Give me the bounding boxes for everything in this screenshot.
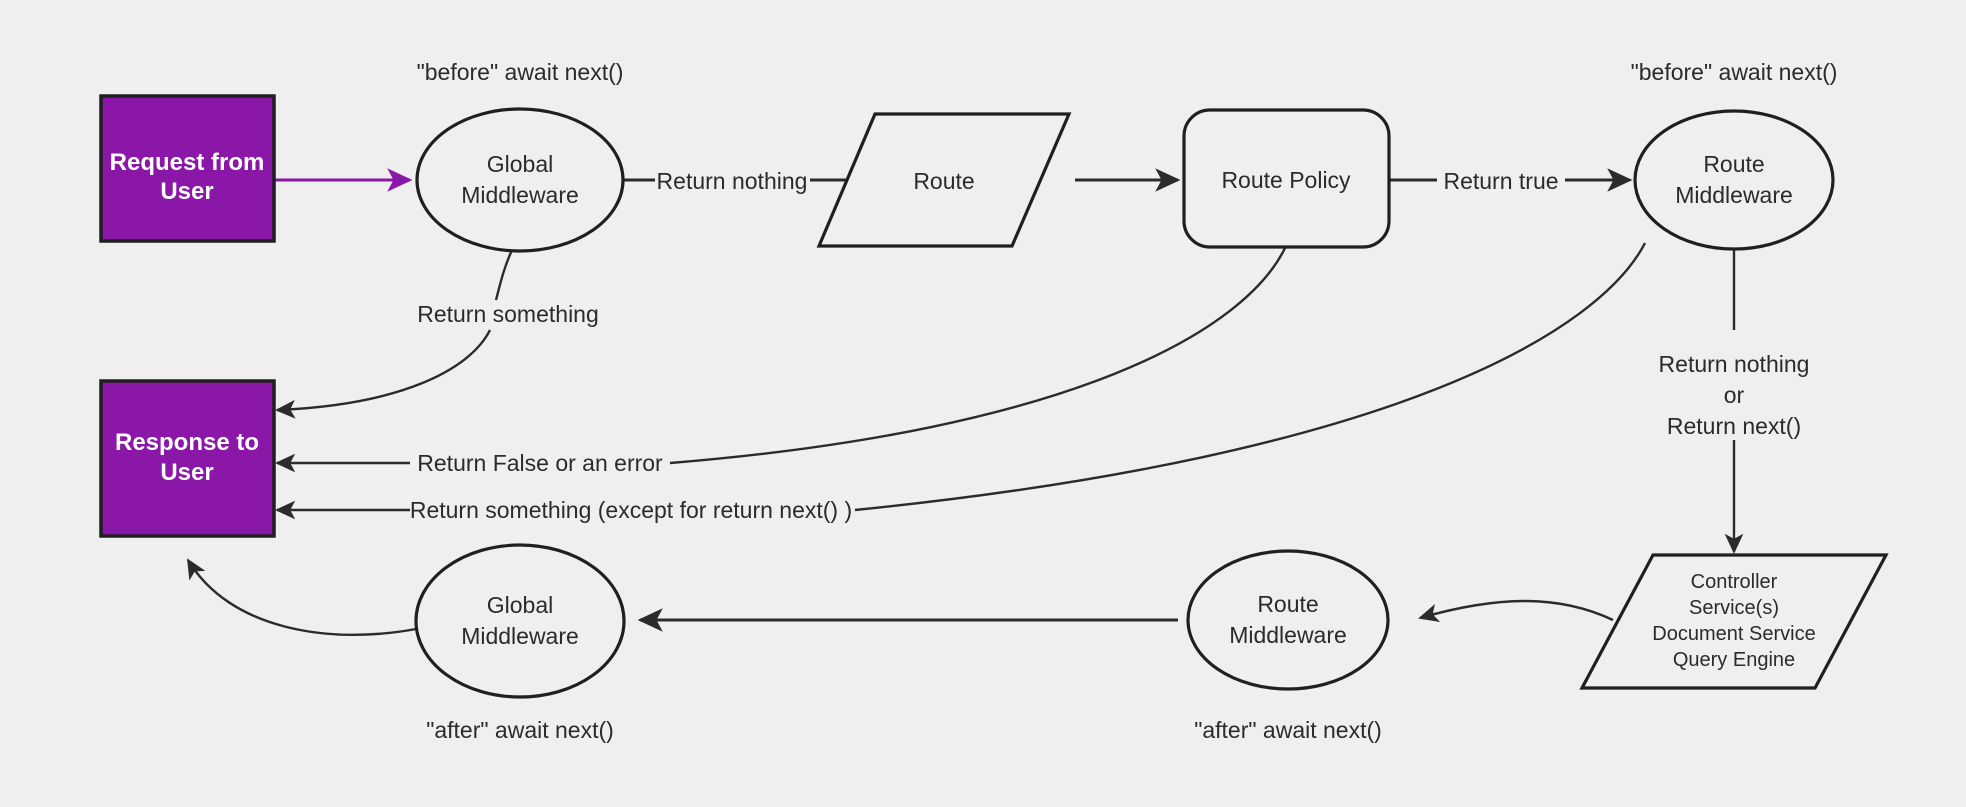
annotation-before-await-next-route: "before" await next() — [1631, 59, 1838, 85]
edge-route-policy-to-label-false-error — [669, 247, 1287, 465]
annotation-after-await-next-route: "after" await next() — [1194, 717, 1382, 743]
edge-label-return-nothing-or-next-line2: or — [1724, 382, 1745, 408]
edge-label-return-nothing-or-next-line1: Return nothing — [1659, 351, 1810, 377]
edge-label-return-something: Return something — [417, 301, 599, 327]
node-route[interactable]: Route — [816, 112, 1072, 248]
global-middleware-top-label-line1: Global — [487, 151, 553, 177]
edge-label-return-true: Return true — [1443, 168, 1558, 194]
node-controller-stack[interactable]: Controller Service(s) Document Service Q… — [1579, 553, 1889, 690]
route-parallelogram — [816, 112, 1072, 248]
global-middleware-bottom-label-line2: Middleware — [461, 623, 579, 649]
edge-controller-to-route-middleware-bottom — [1418, 599, 1614, 622]
edge-global-middleware-bottom-to-response — [186, 558, 417, 637]
route-middleware-bottom-label-line1: Route — [1257, 591, 1318, 617]
request-from-user-label-line2: User — [160, 178, 213, 205]
global-middleware-bottom-ellipse — [414, 543, 626, 699]
request-from-user-box — [99, 94, 276, 243]
edge-label-return-nothing-or-next-line3: Return next() — [1667, 413, 1801, 439]
node-route-policy[interactable]: Route Policy — [1182, 108, 1391, 249]
route-middleware-bottom-ellipse — [1186, 549, 1390, 691]
route-middleware-top-ellipse — [1633, 109, 1835, 251]
controller-stack-parallelogram — [1579, 553, 1889, 690]
controller-stack-label-line4: Query Engine — [1673, 649, 1795, 671]
global-middleware-top-ellipse — [415, 107, 625, 253]
controller-stack-label-line1: Controller — [1691, 571, 1778, 593]
route-policy-label: Route Policy — [1221, 167, 1351, 193]
node-route-middleware-bottom[interactable]: Route Middleware — [1186, 549, 1390, 691]
request-from-user-label-line1: Request from — [110, 149, 265, 176]
node-request-from-user[interactable]: Request from User — [99, 94, 276, 243]
edge-label-return-nothing: Return nothing — [657, 168, 808, 194]
controller-stack-label-line2: Service(s) — [1689, 597, 1779, 619]
route-label: Route — [913, 168, 974, 194]
annotation-before-await-next-global: "before" await next() — [417, 59, 624, 85]
response-to-user-label-line1: Response to — [115, 429, 259, 456]
edge-label-return-something-except-next: Return something (except for return next… — [410, 497, 852, 523]
global-middleware-top-label-line2: Middleware — [461, 182, 579, 208]
edge-label-return-false-or-error: Return False or an error — [417, 450, 663, 476]
route-policy-box — [1182, 108, 1391, 249]
node-response-to-user[interactable]: Response to User — [99, 379, 276, 538]
response-to-user-label-line2: User — [160, 459, 213, 486]
route-middleware-top-label-line1: Route — [1703, 151, 1764, 177]
node-route-middleware-top[interactable]: Route Middleware — [1633, 109, 1835, 251]
route-middleware-top-label-line2: Middleware — [1675, 182, 1793, 208]
edge-global-middleware-to-response — [275, 329, 492, 419]
controller-stack-label-line3: Document Service — [1652, 623, 1815, 645]
edge-global-middleware-return-something-stub — [494, 249, 514, 301]
route-middleware-bottom-label-line2: Middleware — [1229, 622, 1347, 648]
response-to-user-box — [99, 379, 276, 538]
node-global-middleware-top[interactable]: Global Middleware — [415, 107, 625, 253]
annotation-after-await-next-global: "after" await next() — [426, 717, 614, 743]
edge-route-middleware-to-label-return-something-except — [854, 242, 1647, 512]
node-global-middleware-bottom[interactable]: Global Middleware — [414, 543, 626, 699]
global-middleware-bottom-label-line1: Global — [487, 592, 553, 618]
